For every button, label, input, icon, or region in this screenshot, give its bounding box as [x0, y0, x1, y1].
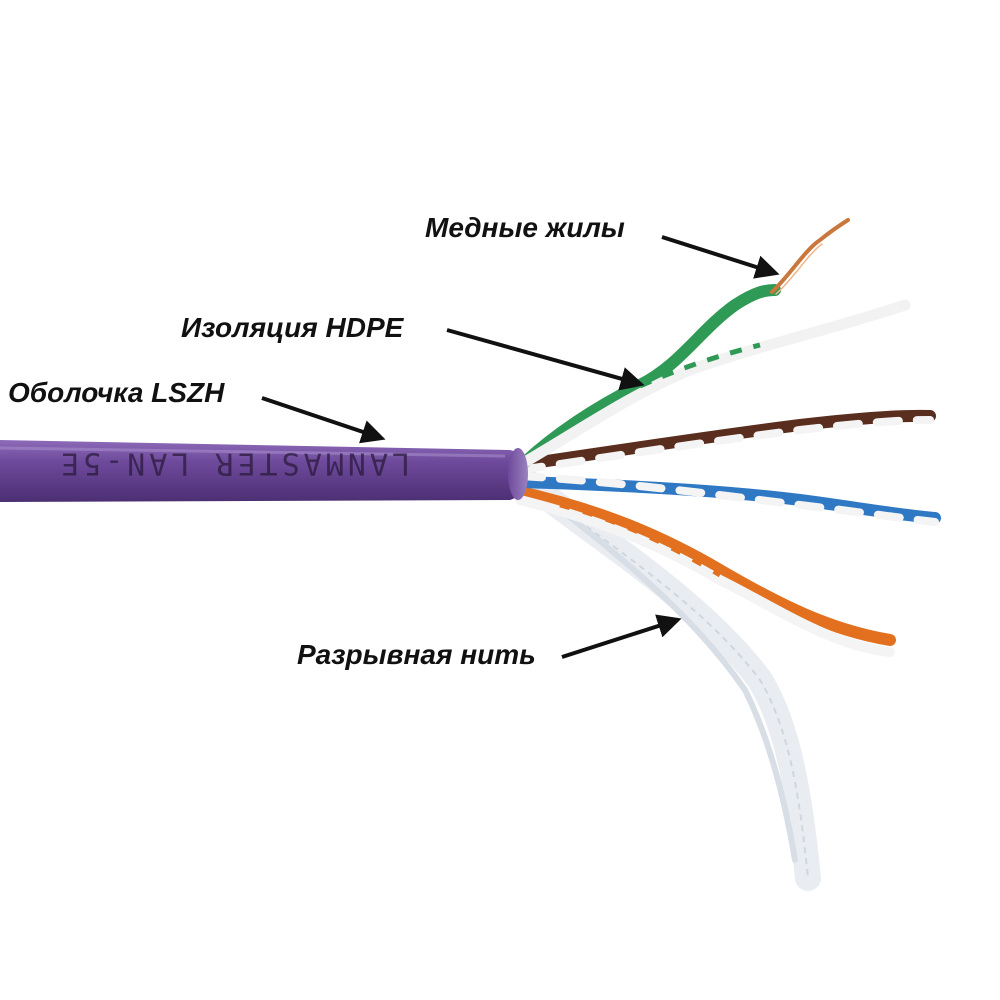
arrow-insulation [446, 328, 645, 391]
arrow-ripcord [561, 614, 682, 659]
copper-conductor [770, 218, 850, 295]
ripcord [512, 467, 821, 891]
label-ripcord: Разрывная нить [297, 639, 536, 670]
orange-pair [514, 486, 896, 657]
arrow-copper [661, 235, 780, 279]
arrow-sheath [261, 396, 386, 444]
callout-arrows [261, 235, 780, 659]
label-copper: Медные жилы [425, 212, 625, 243]
label-insulation: Изоляция HDPE [181, 312, 405, 343]
cable-jacket: LANMASTER LAN-5E [0, 440, 528, 502]
jacket-marking: LANMASTER LAN-5E [57, 446, 410, 481]
label-sheath: Оболочка LSZH [8, 377, 225, 408]
blue-pair [514, 472, 941, 526]
brown-pair [514, 409, 936, 474]
green-pair [519, 284, 911, 468]
